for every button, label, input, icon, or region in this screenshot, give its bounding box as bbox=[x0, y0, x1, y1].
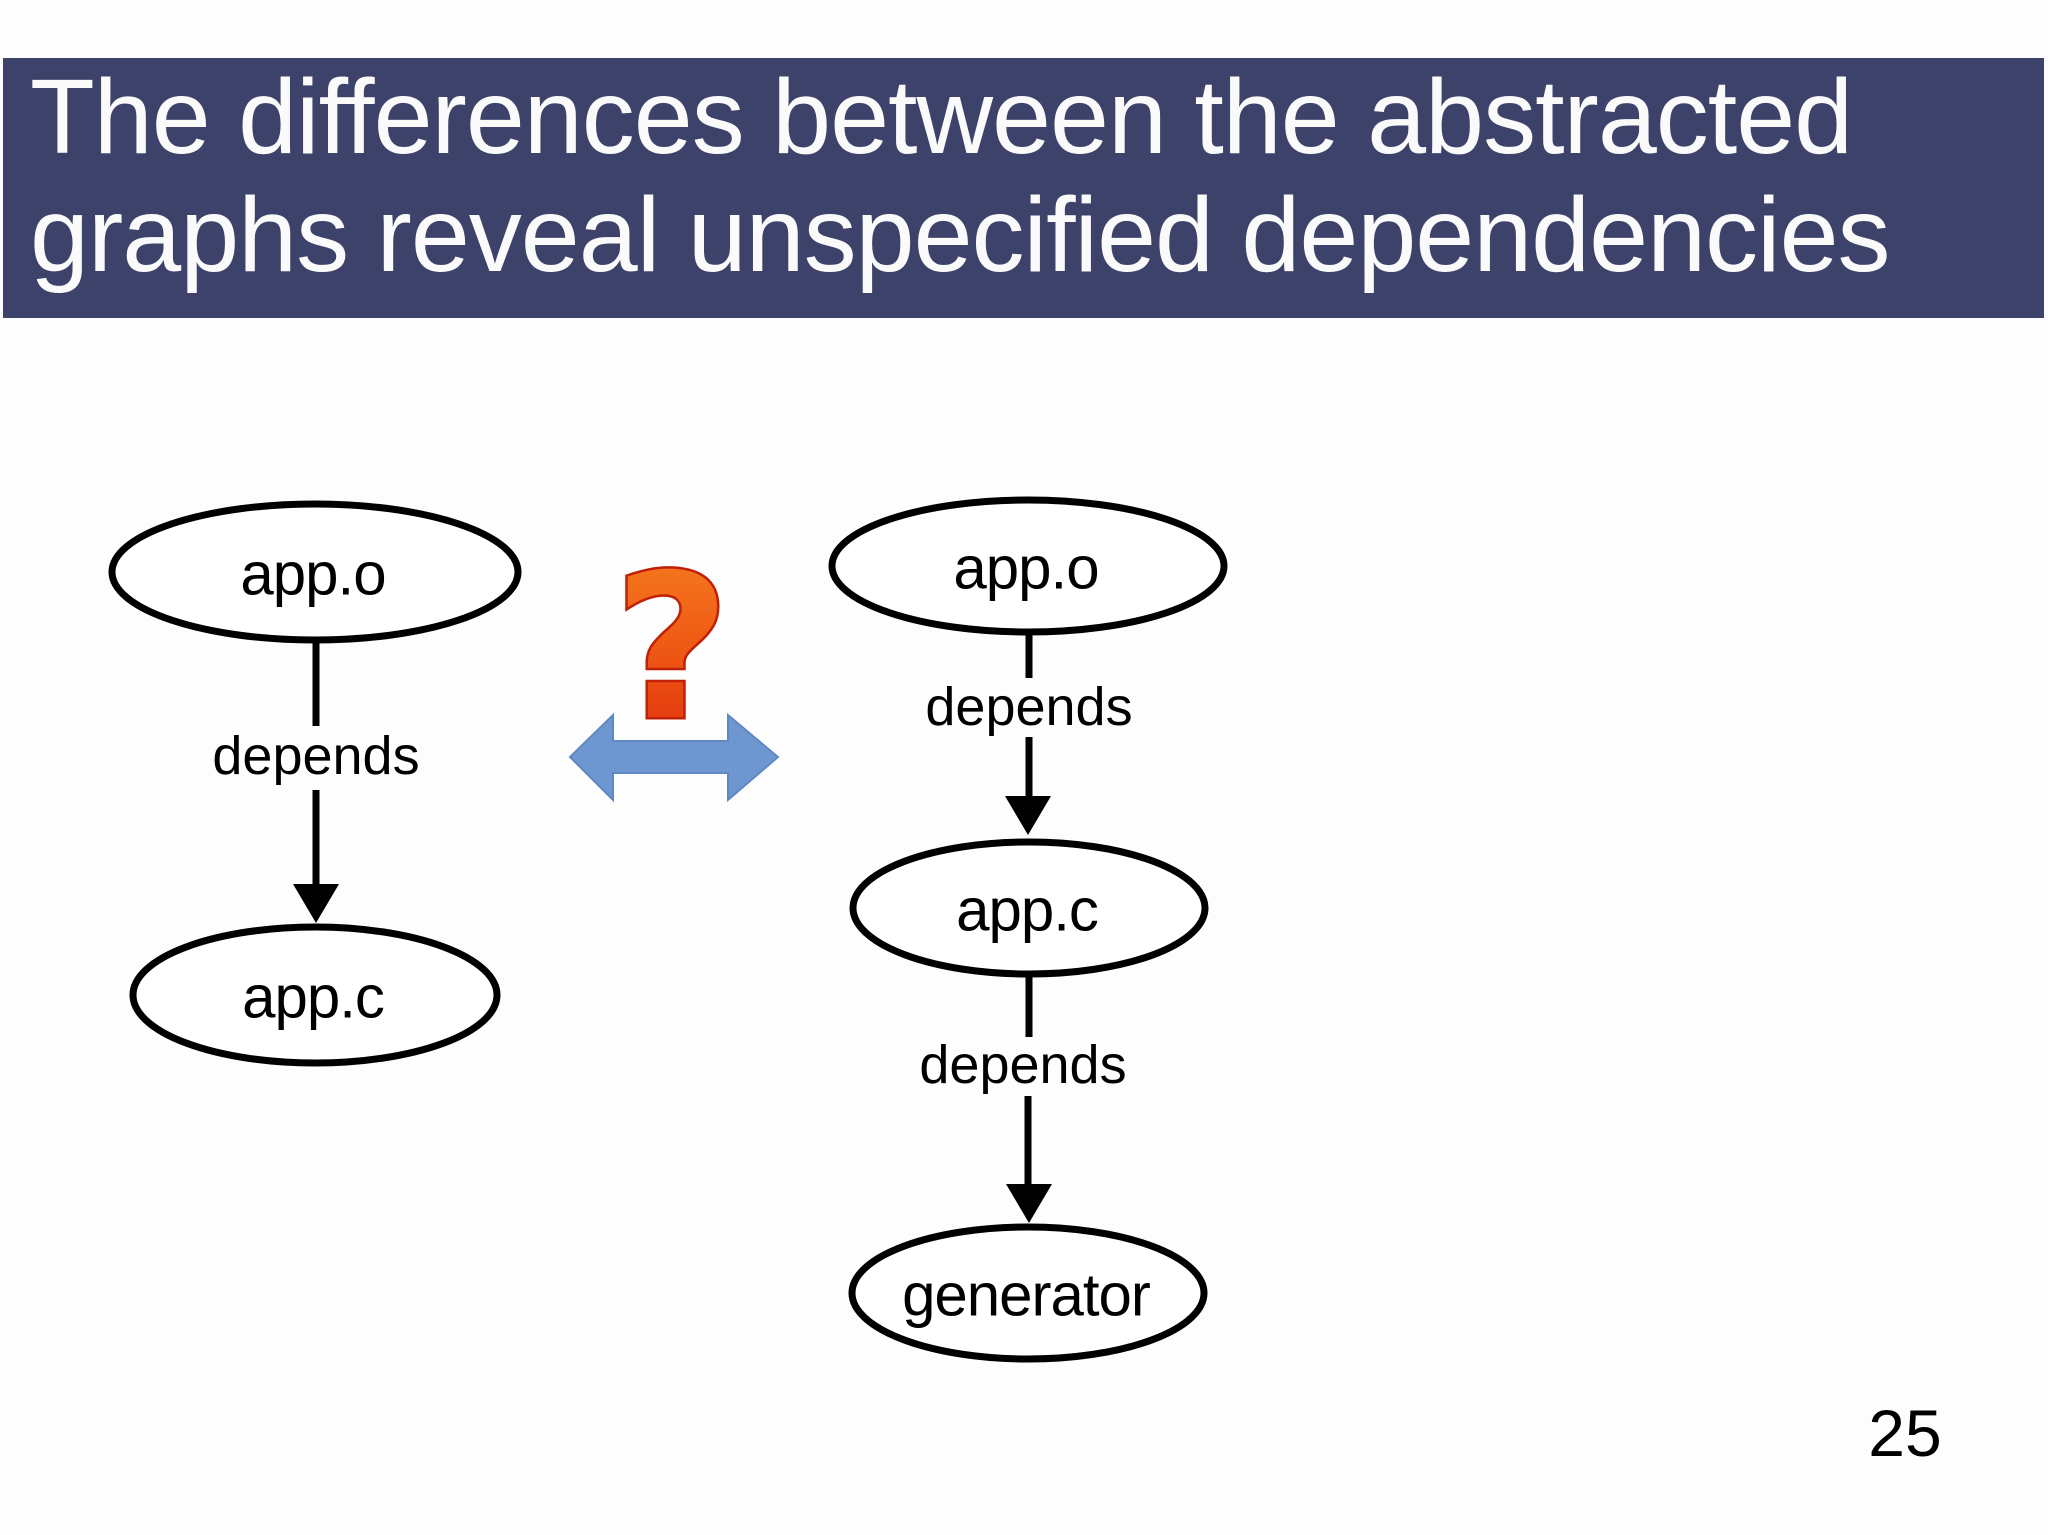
page-number: 25 bbox=[1868, 1396, 1942, 1470]
left-edge-label: depends bbox=[212, 726, 419, 786]
comparison-symbols: ? bbox=[568, 530, 780, 803]
right-edge2-arrowhead-icon bbox=[1006, 1184, 1052, 1223]
question-mark-icon: ? bbox=[614, 532, 730, 765]
left-graph: app.o depends app.c bbox=[108, 500, 522, 1067]
slide-title-line2: graphs reveal unspecified dependencies bbox=[30, 176, 1891, 294]
right-node-generator-label: generator bbox=[902, 1262, 1150, 1329]
double-headed-arrow-icon bbox=[568, 712, 780, 803]
left-node-app-c bbox=[129, 923, 501, 1067]
right-node-generator bbox=[848, 1223, 1208, 1363]
slide-title-banner: The differences between the abstracted g… bbox=[3, 58, 2044, 318]
left-node-app-o-label: app.o bbox=[240, 541, 385, 608]
right-graph: app.o depends app.c depends generator bbox=[828, 496, 1228, 1363]
right-edge1-label: depends bbox=[925, 677, 1132, 737]
right-node-app-o-label: app.o bbox=[953, 535, 1098, 602]
left-node-app-c-label: app.c bbox=[242, 964, 384, 1031]
right-node-app-c bbox=[849, 838, 1209, 978]
left-node-app-o bbox=[108, 500, 522, 644]
slide-title: The differences between the abstracted g… bbox=[3, 58, 2044, 294]
right-node-app-c-label: app.c bbox=[956, 877, 1098, 944]
right-edge2-label: depends bbox=[919, 1035, 1126, 1095]
slide-title-line1: The differences between the abstracted bbox=[30, 58, 1853, 176]
left-edge-arrowhead-icon bbox=[293, 884, 339, 923]
right-edge1-arrowhead-icon bbox=[1005, 796, 1051, 835]
